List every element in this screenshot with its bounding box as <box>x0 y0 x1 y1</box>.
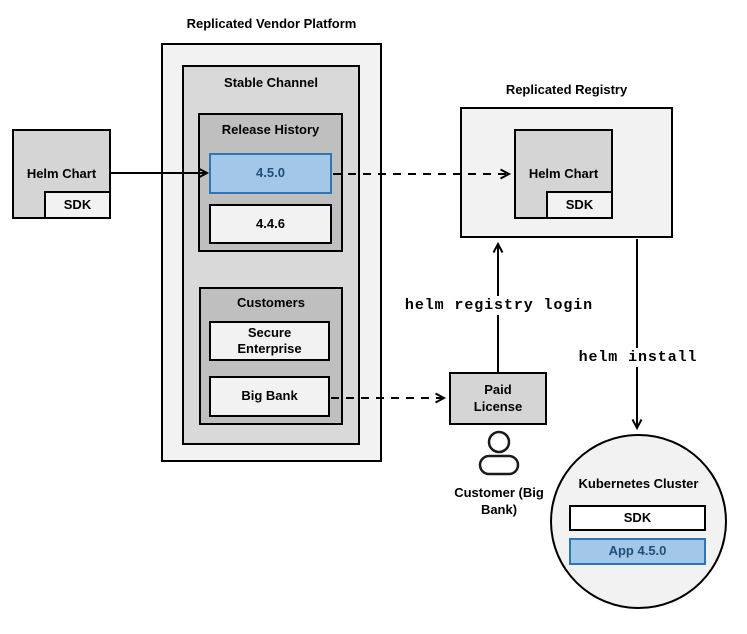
registry-helm-chart-label: Helm Chart <box>528 165 599 181</box>
customer-actor-label: Customer (Big Bank) <box>454 485 544 517</box>
release-446-box: 4.4.6 <box>209 204 332 244</box>
customer-secure-enterprise-box: Secure Enterprise <box>209 321 330 361</box>
customer-person-icon <box>478 430 520 476</box>
stable-channel-title: Stable Channel <box>224 75 318 90</box>
customer-secure-enterprise-label: Secure Enterprise <box>237 324 302 356</box>
customer-big-bank-box: Big Bank <box>209 376 330 417</box>
registry-sdk-box: SDK <box>546 191 613 219</box>
release-446-label: 4.4.6 <box>256 215 285 231</box>
cluster-sdk-label: SDK <box>623 509 652 525</box>
paid-license-label: Paid License <box>473 382 523 414</box>
release-history-title: Release History <box>221 122 320 137</box>
helm-install-command: helm install <box>575 348 701 367</box>
cluster-app-label: App 4.5.0 <box>608 543 667 559</box>
vendor-platform-title: Replicated Vendor Platform <box>186 16 357 31</box>
cluster-app-box: App 4.5.0 <box>569 538 706 565</box>
customer-big-bank-label: Big Bank <box>241 388 298 404</box>
customers-title: Customers <box>237 295 305 310</box>
release-450-label: 4.5.0 <box>256 165 285 181</box>
release-450-box: 4.5.0 <box>209 153 332 194</box>
source-sdk-label: SDK <box>63 196 92 212</box>
registry-sdk-label: SDK <box>565 196 594 212</box>
registry-title: Replicated Registry <box>505 82 628 97</box>
cluster-sdk-box: SDK <box>569 505 706 531</box>
kubernetes-cluster-title: Kubernetes Cluster <box>578 476 699 491</box>
source-sdk-box: SDK <box>44 191 111 219</box>
source-helm-chart-label: Helm Chart <box>26 165 97 181</box>
helm-registry-login-command: helm registry login <box>401 296 597 315</box>
paid-license-box: Paid License <box>449 372 547 425</box>
